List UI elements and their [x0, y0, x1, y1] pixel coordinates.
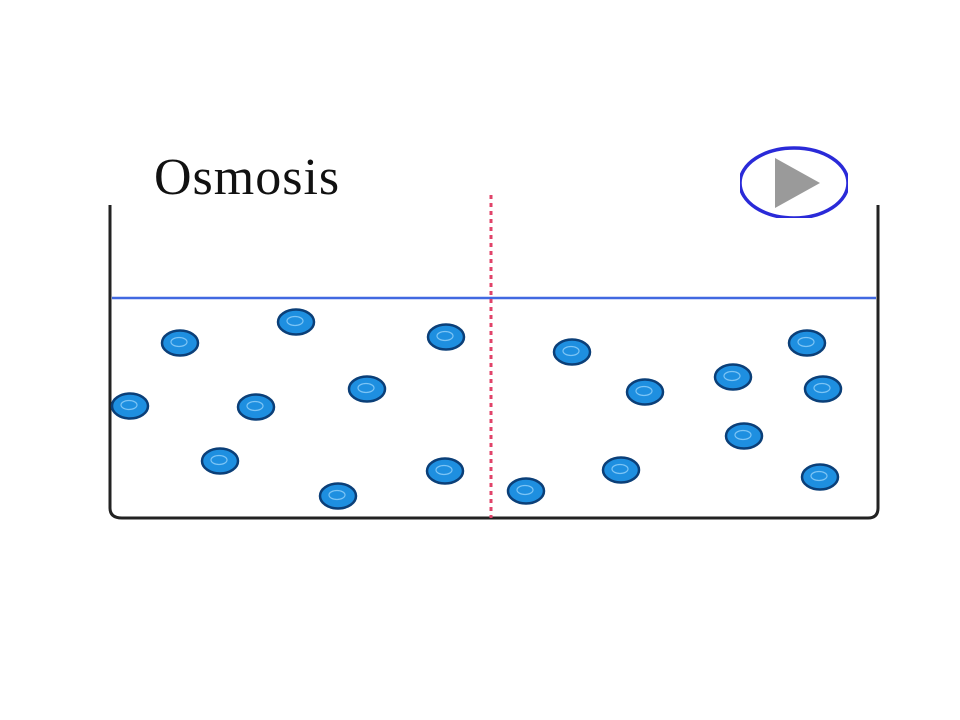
solute-particle	[787, 329, 827, 357]
solute-particle	[347, 375, 387, 403]
solute-particle	[601, 456, 641, 484]
solute-particle	[713, 363, 753, 391]
page-title: Osmosis	[154, 149, 341, 206]
solute-particle	[200, 447, 240, 475]
play-button[interactable]	[740, 146, 848, 218]
left-compartment-particles	[110, 308, 466, 510]
solute-particle	[506, 477, 546, 505]
solute-particle	[552, 338, 592, 366]
solute-particle	[236, 393, 276, 421]
solute-particle	[803, 375, 843, 403]
beaker-container	[108, 205, 880, 520]
solute-particle	[625, 378, 665, 406]
solute-particle	[426, 323, 466, 351]
solute-particle	[160, 329, 200, 357]
solute-particle	[724, 422, 764, 450]
solute-particle	[425, 457, 465, 485]
right-compartment-particles	[506, 329, 843, 505]
solute-particle	[110, 392, 150, 420]
solute-particle	[276, 308, 316, 336]
solute-particle	[318, 482, 358, 510]
solute-particle	[800, 463, 840, 491]
play-icon	[740, 146, 848, 218]
